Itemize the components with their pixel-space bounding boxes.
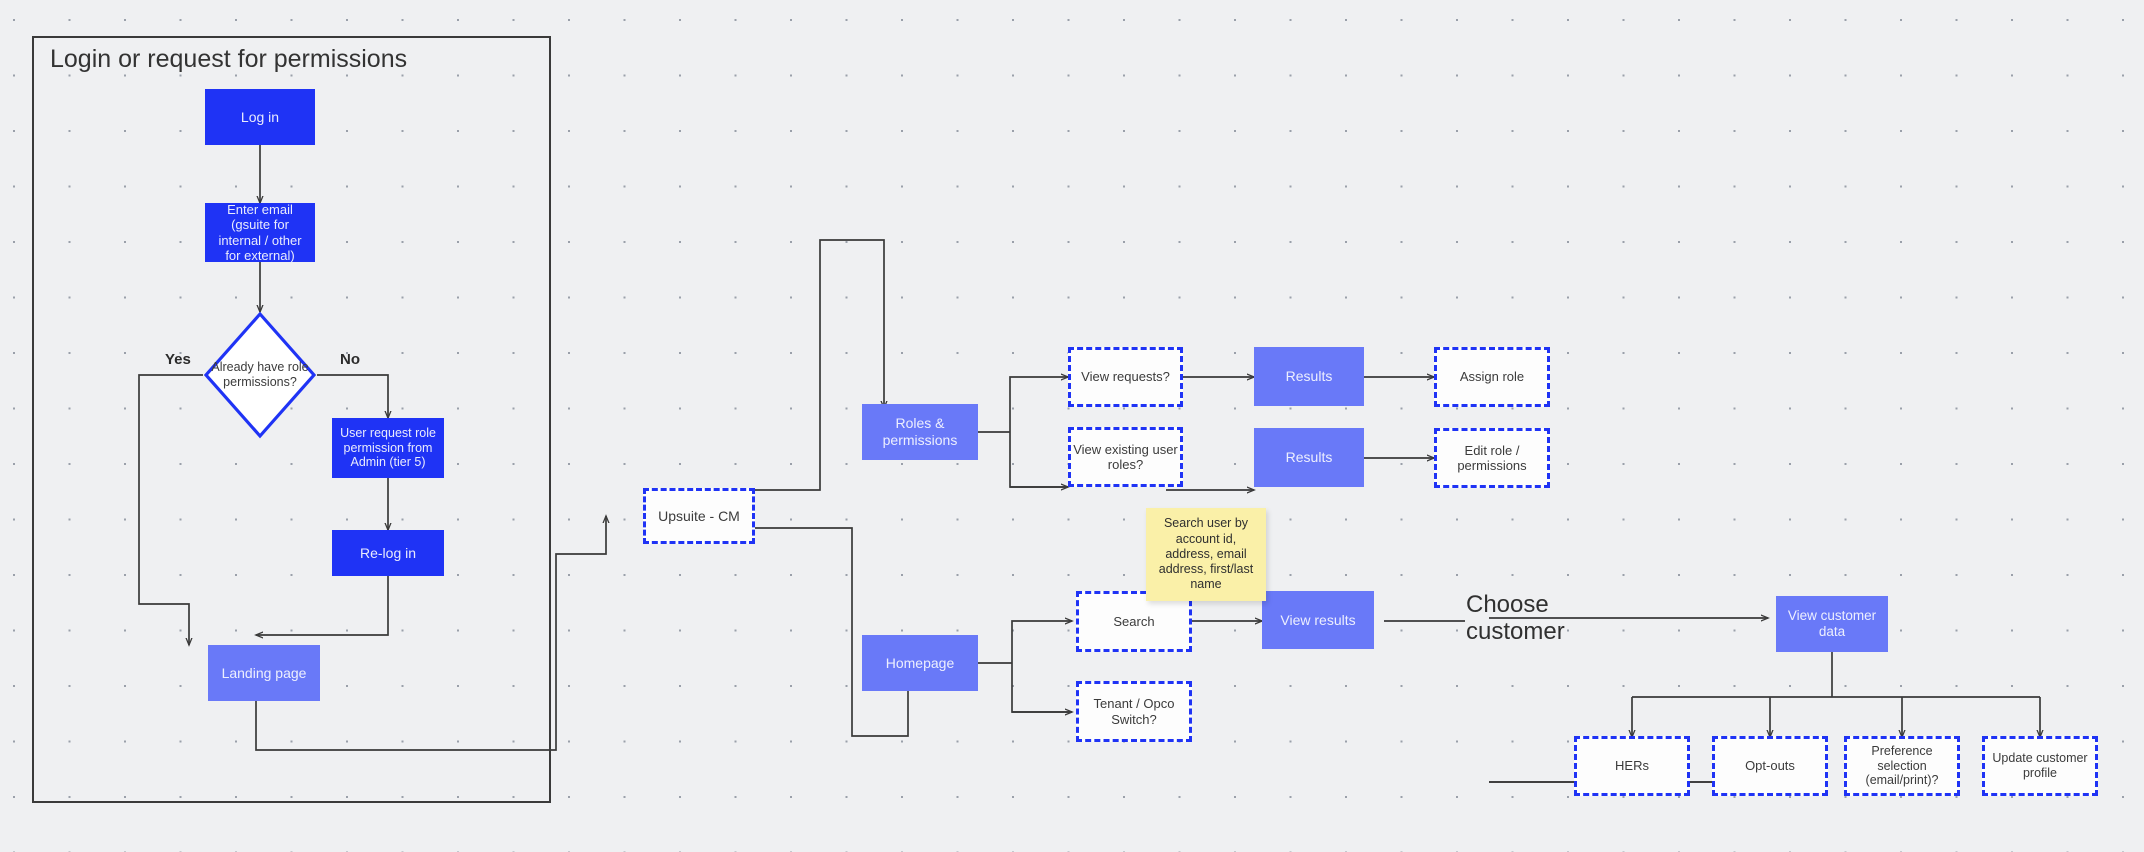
node-view-customer-data[interactable]: View customer data [1776,596,1888,652]
node-view-requests[interactable]: View requests? [1068,347,1183,407]
node-re-log-in[interactable]: Re-log in [332,530,444,576]
node-landing-page[interactable]: Landing page [208,645,320,701]
node-roles-permissions[interactable]: Roles & permissions [862,404,978,460]
diamond-shape [203,311,317,439]
node-enter-email[interactable]: Enter email (gsuite for internal / other… [205,203,315,262]
free-text-choose-customer: Choose customer [1466,591,1565,645]
node-homepage[interactable]: Homepage [862,635,978,691]
group-frame-title: Login or request for permissions [50,45,408,73]
node-log-in[interactable]: Log in [205,89,315,145]
node-already-have-role-permissions[interactable]: Already have role permissions? [203,311,317,439]
node-results-bottom[interactable]: Results [1254,428,1364,487]
edge-label-no: No [340,351,360,368]
node-view-existing-user-roles[interactable]: View existing user roles? [1068,427,1183,487]
node-hers[interactable]: HERs [1574,736,1690,796]
sticky-note-search-hint[interactable]: Search user by account id, address, emai… [1146,508,1266,601]
diamond-label: Already have role permissions? [211,360,309,389]
node-tenant-opco-switch[interactable]: Tenant / Opco Switch? [1076,681,1192,742]
node-upsuite-cm[interactable]: Upsuite - CM [643,488,755,544]
node-preference-selection[interactable]: Preference selection (email/print)? [1844,736,1960,796]
node-assign-role[interactable]: Assign role [1434,347,1550,407]
node-update-customer-profile[interactable]: Update customer profile [1982,736,2098,796]
node-opt-outs[interactable]: Opt-outs [1712,736,1828,796]
edge-label-yes: Yes [165,351,191,368]
node-results-top[interactable]: Results [1254,347,1364,406]
node-view-results[interactable]: View results [1262,591,1374,649]
node-edit-role-permissions[interactable]: Edit role / permissions [1434,428,1550,488]
node-user-request-role[interactable]: User request role permission from Admin … [332,418,444,478]
node-search[interactable]: Search [1076,591,1192,652]
group-frame-login [32,36,551,803]
